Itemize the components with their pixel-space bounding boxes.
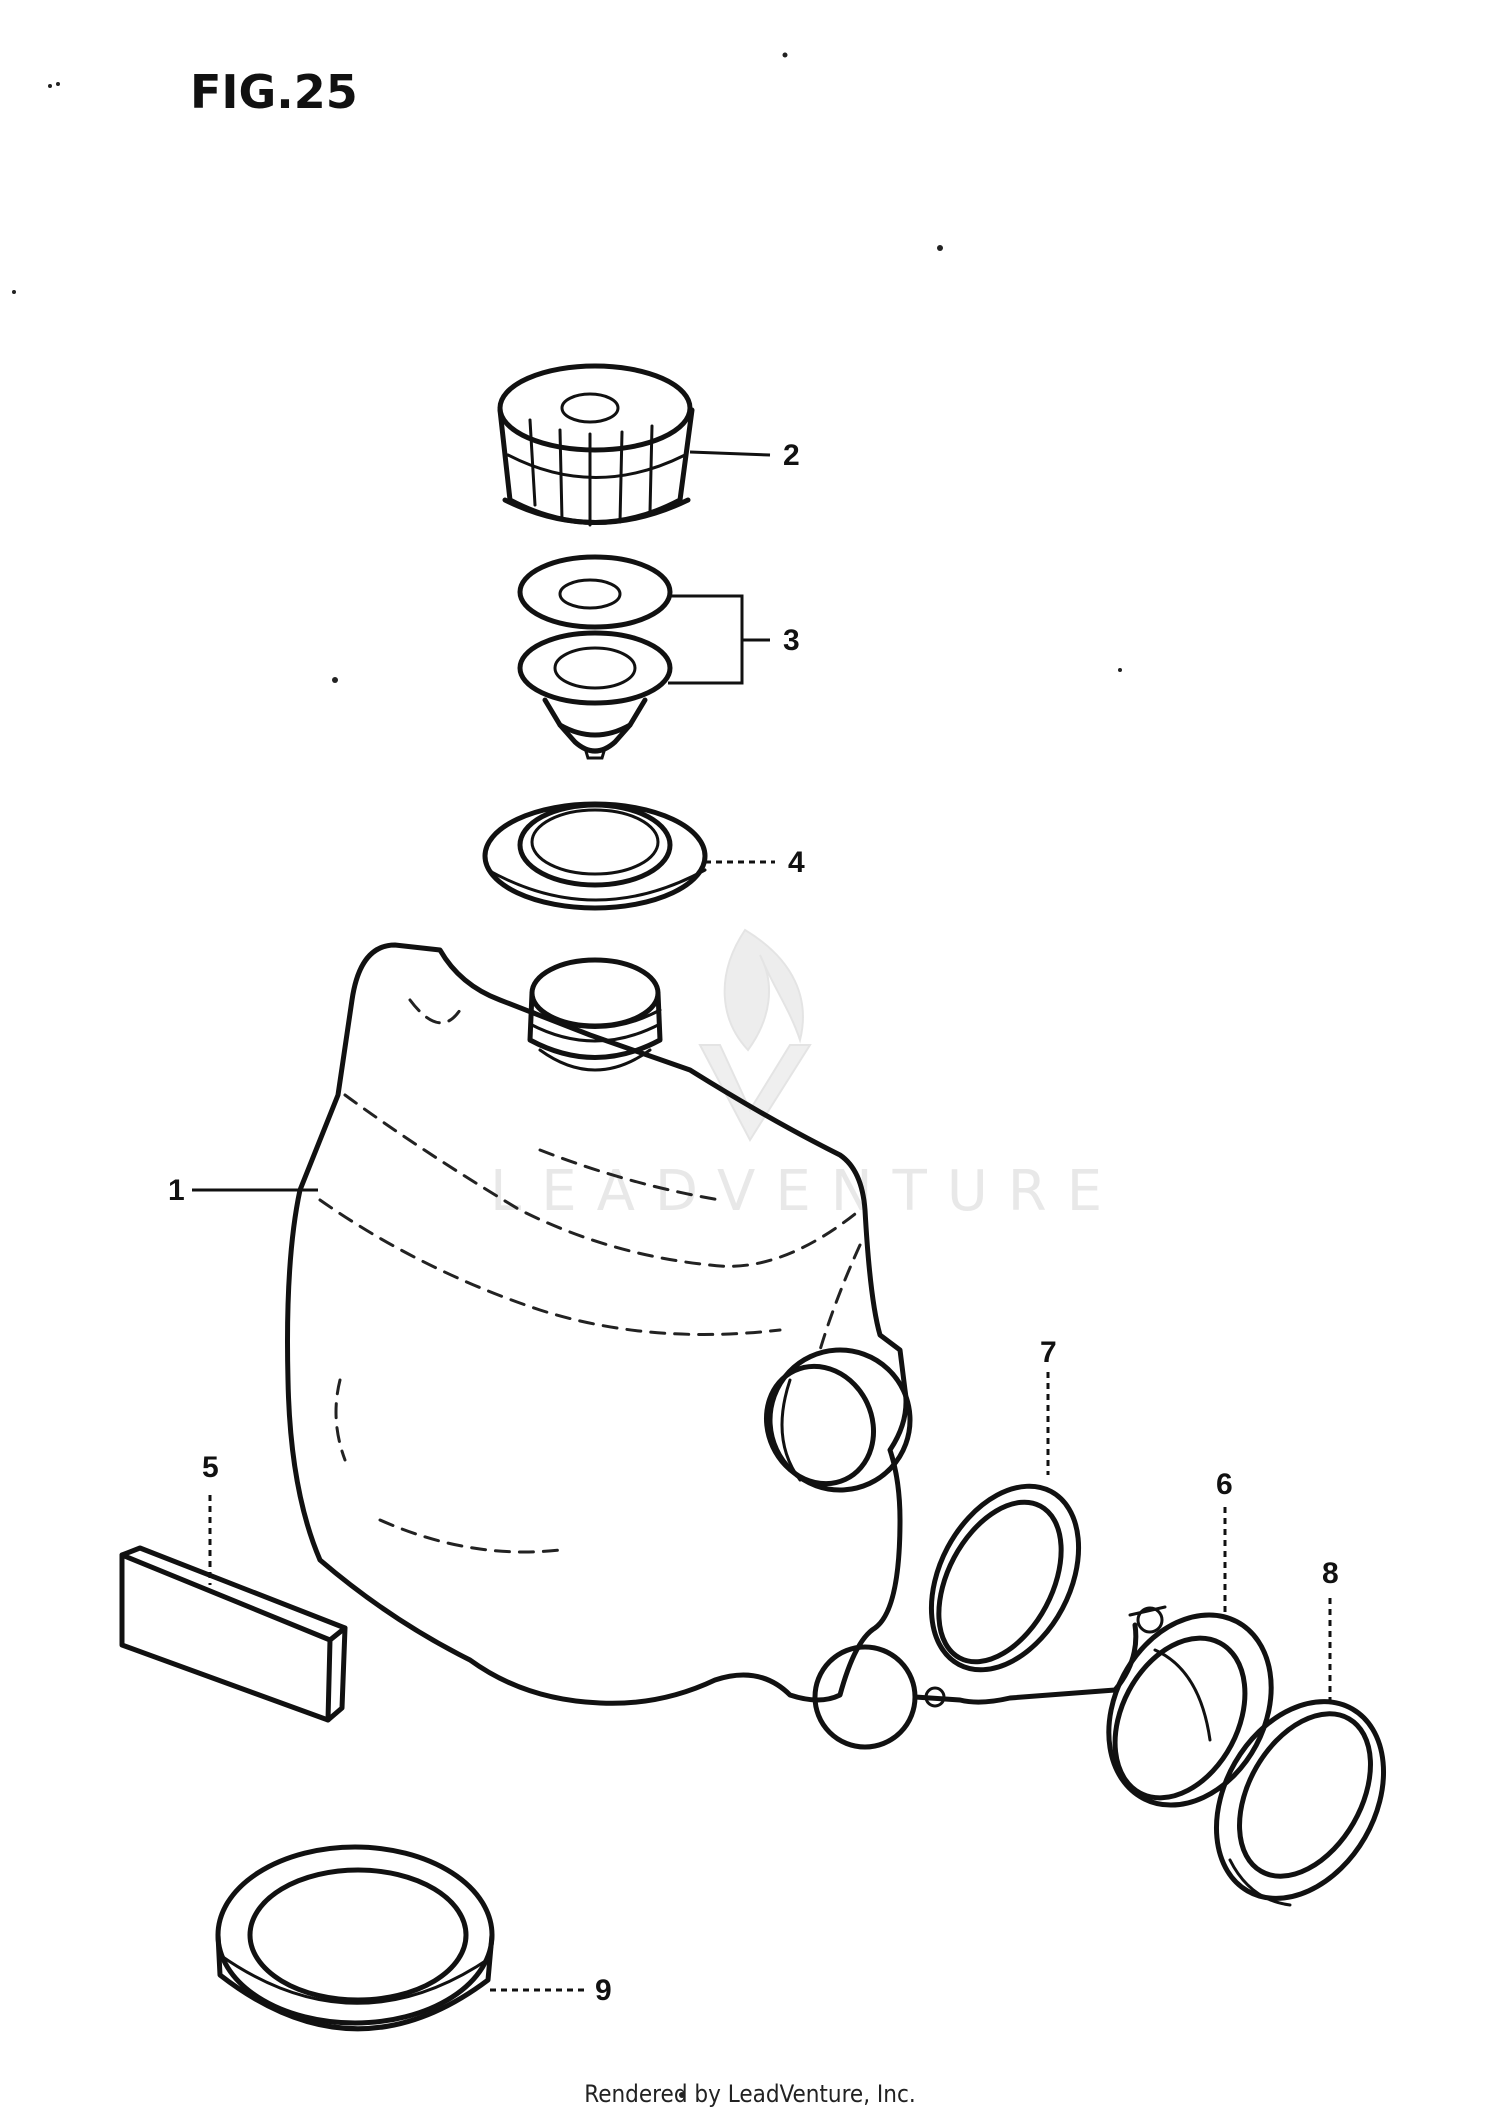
part-4-gasket[interactable] (482, 801, 708, 911)
callout-4: 4 (788, 846, 805, 879)
callout-3: 3 (783, 624, 800, 657)
callout-labels: 2 3 4 1 5 7 6 8 9 (168, 439, 1339, 2007)
part-1-oil-tank[interactable] (285, 942, 934, 1706)
callout-8: 8 (1322, 1557, 1339, 1590)
callout-7: 7 (1040, 1336, 1057, 1369)
flame-logo-icon (698, 928, 812, 1142)
figure-title: FIG.25 (190, 65, 358, 119)
part-5-label-plate[interactable] (119, 1545, 348, 1723)
part-3-strainer-assembly[interactable] (517, 554, 673, 760)
watermark: LEADVENTURE (490, 928, 1122, 1224)
part-7-o-ring[interactable] (902, 1461, 1109, 1695)
leader-lines (192, 450, 1332, 1992)
callout-9: 9 (595, 1974, 612, 2007)
callout-2: 2 (783, 439, 800, 472)
part-8-ring[interactable] (1183, 1672, 1418, 1929)
part-6-cap[interactable] (1077, 1586, 1303, 1833)
callout-6: 6 (1216, 1468, 1233, 1501)
callout-1: 1 (168, 1174, 185, 1207)
callout-5: 5 (202, 1451, 219, 1484)
watermark-text: LEADVENTURE (490, 1159, 1122, 1224)
footer-credit: Rendered by LeadVenture, Inc. (584, 2080, 916, 2108)
part-2-filler-cap[interactable] (497, 363, 695, 527)
part-9-grommet[interactable] (215, 1844, 495, 2032)
scan-specks (12, 52, 1122, 2098)
